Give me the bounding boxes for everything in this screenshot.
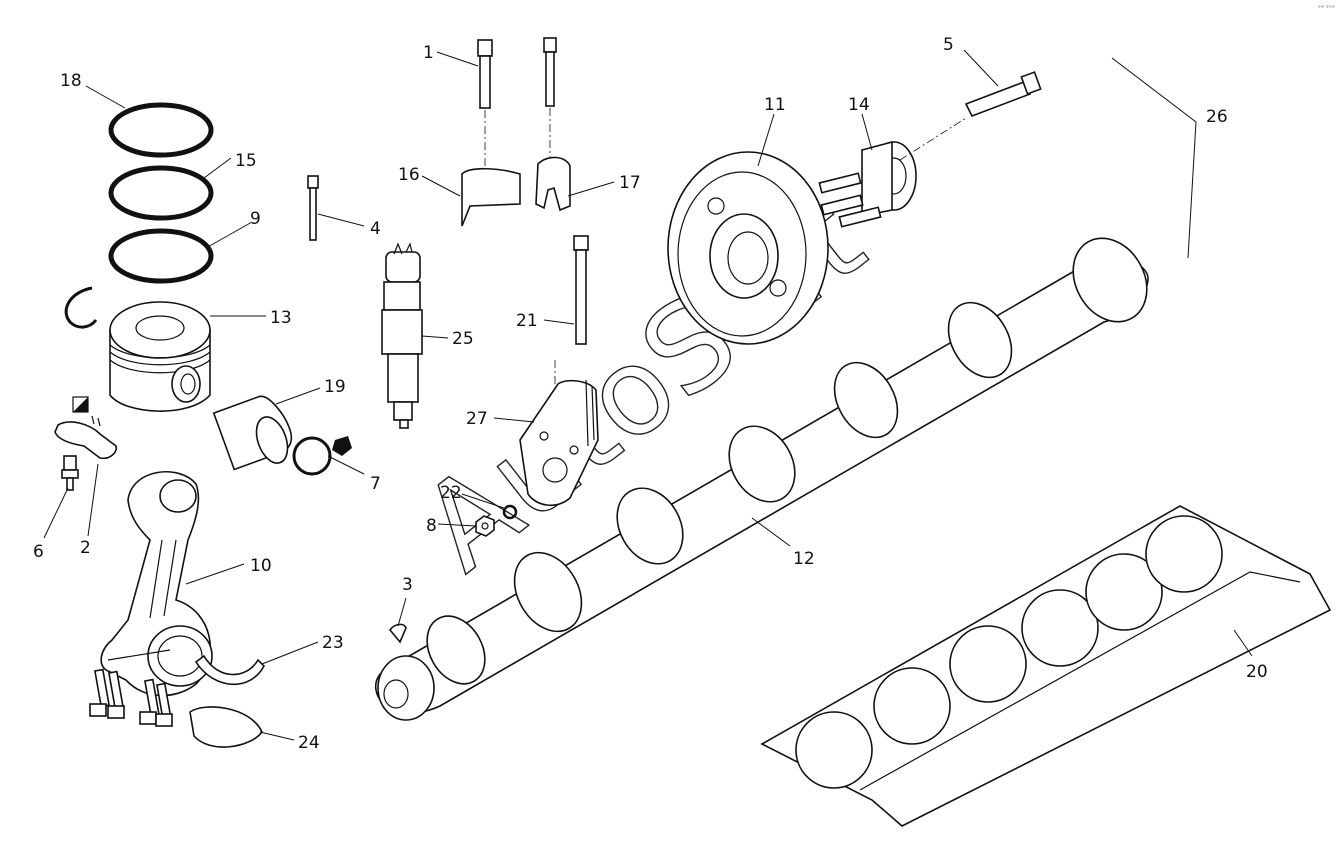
snap-ring-7[interactable] [292, 436, 332, 476]
callout-4[interactable]: 4 [370, 219, 381, 239]
clamp-16[interactable] [461, 167, 521, 227]
callout-24[interactable]: 24 [298, 733, 320, 753]
callout-26[interactable]: 26 [1206, 107, 1228, 127]
bearing-shell-upper[interactable] [194, 654, 265, 686]
callout-14[interactable]: 14 [848, 95, 870, 115]
screw[interactable] [61, 455, 79, 491]
piston-ring-15[interactable] [108, 165, 214, 221]
callout-9[interactable]: 9 [250, 209, 261, 229]
nut-8[interactable] [475, 515, 495, 537]
callout-20[interactable]: 20 [1246, 662, 1268, 682]
bolt-1-right[interactable] [543, 37, 557, 107]
woodruff-key[interactable] [389, 623, 407, 644]
callout-labels: 1 2 3 4 5 6 7 8 9 10 11 12 13 14 15 16 1… [33, 35, 1268, 753]
bracket[interactable] [519, 379, 599, 506]
injector[interactable] [381, 242, 423, 429]
piston-ring-9[interactable] [108, 228, 214, 284]
head-gasket[interactable] [760, 505, 1332, 827]
gear[interactable] [667, 151, 829, 345]
callout-10[interactable]: 10 [250, 556, 272, 576]
clamp-17[interactable] [535, 156, 571, 212]
snap-ring-left[interactable] [64, 286, 98, 329]
callout-27[interactable]: 27 [466, 409, 488, 429]
washer-22[interactable] [502, 504, 518, 520]
bolt-1-left[interactable] [477, 39, 493, 109]
callout-25[interactable]: 25 [452, 329, 474, 349]
connecting-rod[interactable] [89, 471, 213, 727]
callout-19[interactable]: 19 [324, 377, 346, 397]
piston-pin[interactable] [212, 391, 297, 471]
leader-26 [1111, 57, 1197, 259]
callout-18[interactable]: 18 [60, 71, 82, 91]
hub[interactable] [818, 140, 917, 228]
callout-5[interactable]: 5 [943, 35, 954, 55]
piston-ring-18[interactable] [108, 102, 214, 158]
callout-6[interactable]: 6 [33, 542, 44, 562]
callout-2[interactable]: 2 [80, 538, 91, 558]
callout-23[interactable]: 23 [322, 633, 344, 653]
callout-17[interactable]: 17 [619, 173, 641, 193]
bolt-21[interactable] [573, 235, 589, 345]
pentagon-icon [332, 436, 352, 456]
callout-13[interactable]: 13 [270, 308, 292, 328]
camshaft[interactable] [374, 225, 1162, 721]
callout-22[interactable]: 22 [440, 483, 462, 503]
callout-12[interactable]: 12 [793, 549, 815, 569]
callout-21[interactable]: 21 [516, 311, 538, 331]
bearing-shell-lower[interactable] [189, 706, 263, 748]
callout-16[interactable]: 16 [398, 165, 420, 185]
pin-4[interactable] [307, 175, 319, 241]
callout-7[interactable]: 7 [370, 474, 381, 494]
corner-mark: °° °°° [1318, 5, 1335, 12]
callout-11[interactable]: 11 [764, 95, 786, 115]
callout-8[interactable]: 8 [426, 516, 437, 536]
callout-15[interactable]: 15 [235, 151, 257, 171]
bolt-5[interactable] [964, 71, 1042, 118]
rocker-lever[interactable] [54, 415, 118, 460]
callout-3[interactable]: 3 [402, 575, 413, 595]
half-square-icon [72, 396, 89, 413]
piston[interactable] [109, 301, 211, 412]
callout-1[interactable]: 1 [423, 43, 434, 63]
leader-lines [43, 49, 1253, 741]
